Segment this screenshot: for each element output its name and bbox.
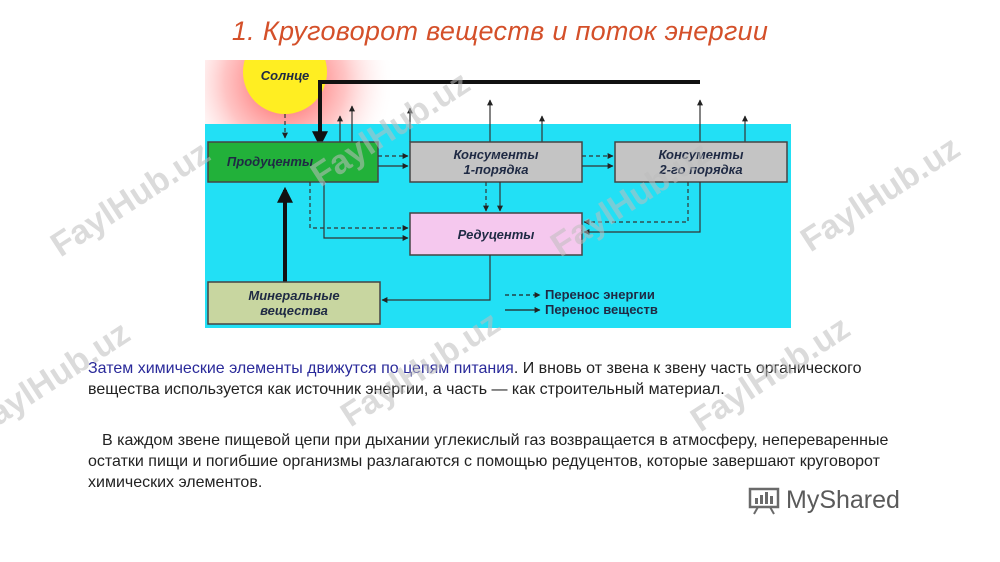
paragraph-2: В каждом звене пищевой цепи при дыхании …	[88, 432, 889, 491]
paragraph-1: Затем химические элементы движутся по це…	[88, 358, 928, 400]
minerals-label-line1: Минеральные	[248, 288, 339, 303]
producers-label: Продуценты	[227, 154, 313, 169]
slide-title: 1. Круговорот веществ и поток энергии	[231, 16, 769, 46]
matter-cycle-diagram: Солнце Продуценты Консументы 1-порядка К…	[205, 60, 791, 328]
consumers2-label-line1: Консументы	[659, 147, 744, 162]
flow-arrows	[309, 153, 701, 303]
consumers2-label-line2: 2-го порядка	[658, 162, 742, 177]
sun-label: Солнце	[261, 68, 309, 83]
legend-matter-label: Перенос веществ	[545, 302, 658, 317]
sun-icon	[243, 60, 327, 114]
reducers-box	[409, 212, 583, 256]
matter-return-arrow	[312, 80, 700, 148]
heat-arrows	[337, 99, 748, 142]
consumers1-box	[409, 141, 583, 183]
consumers1-label-line2: 1-порядка	[463, 162, 528, 177]
producers-box	[207, 141, 379, 183]
reducers-label: Редуценты	[458, 227, 535, 242]
presentation-icon	[748, 487, 780, 514]
myshared-logo: MyShared	[748, 486, 900, 515]
watermark: FaylHub.uz	[44, 133, 217, 265]
watermark: FaylHub.uz	[794, 128, 967, 260]
paragraph-1-rest: . И вновь от звена к звену часть органич…	[88, 360, 862, 398]
minerals-box	[207, 281, 381, 325]
brand-name: MyShared	[786, 486, 900, 514]
minerals-label-line2: вещества	[260, 303, 328, 318]
consumers1-label-line1: Консументы	[454, 147, 539, 162]
consumers2-box	[614, 141, 788, 183]
paragraph-1-highlight: Затем химические элементы движутся по це…	[88, 360, 514, 377]
legend-energy-label: Перенос энергии	[545, 287, 655, 302]
